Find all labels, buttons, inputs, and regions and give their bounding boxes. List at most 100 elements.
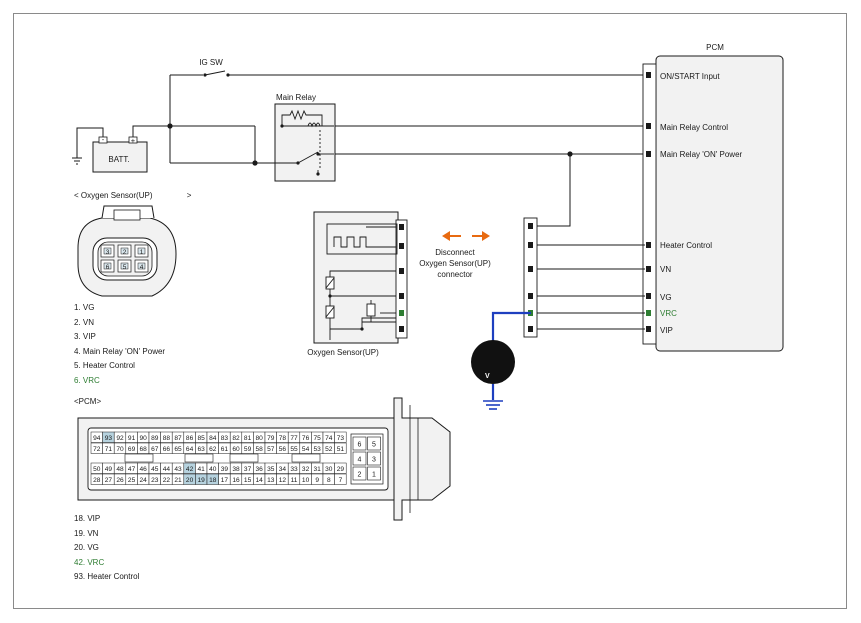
sensor-connector-title-right: > xyxy=(186,191,192,200)
pcm-pin-number: 16 xyxy=(232,477,240,484)
pcm-side-pin-number: 5 xyxy=(372,442,376,449)
pin-list-item: 18. VIP xyxy=(74,514,101,523)
pcm-pin-number: 12 xyxy=(279,477,287,484)
pcm-pin-number: 31 xyxy=(314,466,322,473)
pcm-side-pin-number: 1 xyxy=(372,472,376,479)
pcm-pin-number: 65 xyxy=(174,446,182,453)
pcm-pin-number: 14 xyxy=(256,477,264,484)
pin-list-item: 1. VG xyxy=(74,303,95,312)
oxygen-sensor: Oxygen Sensor(UP) xyxy=(307,211,408,357)
pcm-pin-number: 82 xyxy=(232,435,240,442)
pcm-pin-number: 86 xyxy=(186,435,194,442)
pcm-pin-number: 27 xyxy=(105,477,113,484)
pcm-pin-number: 8 xyxy=(327,477,331,484)
pcm-pin-number: 69 xyxy=(128,446,136,453)
pcm-pin-cell xyxy=(334,473,347,485)
disconnect-line-3: connector xyxy=(437,270,472,279)
pcm-pin-number: 42 xyxy=(186,466,194,473)
pcm-pin-number: 22 xyxy=(163,477,171,484)
pcm-pin-number: 50 xyxy=(93,466,101,473)
pcm-pin-number: 46 xyxy=(140,466,148,473)
pcm-pin-number: 64 xyxy=(186,446,194,453)
battery-minus-label: - xyxy=(102,135,105,144)
pcm-connector-rib xyxy=(229,453,259,463)
junction-dots xyxy=(167,73,573,166)
pcm-module: PCM ON/START Input Main Relay Control Ma… xyxy=(642,43,784,352)
pcm-pin-number: 28 xyxy=(93,477,101,484)
pcm-pin-number: 92 xyxy=(116,435,124,442)
pcm-pin-number: 25 xyxy=(128,477,136,484)
pcm-pin-number: 76 xyxy=(302,435,310,442)
pcm-pin-number: 68 xyxy=(140,446,148,453)
battery-plus-label: + xyxy=(131,136,136,145)
pcm-connector-rib xyxy=(184,453,214,463)
voltmeter-icon xyxy=(471,340,515,384)
pcm-pin-number: 29 xyxy=(337,466,345,473)
pcm-connector-title: <PCM> xyxy=(74,397,102,406)
sensor-connector-title: < Oxygen Sensor(UP) > xyxy=(74,191,191,200)
pcm-pin-number: 70 xyxy=(116,446,124,453)
ig-sw-label: IG SW xyxy=(199,58,223,67)
pcm-pin-number: 85 xyxy=(198,435,206,442)
pcm-pin-heater-control: Heater Control xyxy=(660,241,712,250)
pcm-pin-number: 56 xyxy=(279,446,287,453)
voltmeter: V xyxy=(471,311,531,410)
pcm-pin-number: 90 xyxy=(140,435,148,442)
pcm-pin-number: 61 xyxy=(221,446,229,453)
pcm-side-pin-cell xyxy=(352,466,367,481)
pcm-pin-vrc: VRC xyxy=(660,309,677,318)
diagram-frame xyxy=(13,13,847,609)
pcm-pin-number: 17 xyxy=(221,477,229,484)
pcm-pin-on-start: ON/START Input xyxy=(660,72,720,81)
pcm-pin-number: 83 xyxy=(221,435,229,442)
pcm-pin-number: 48 xyxy=(116,466,124,473)
pcm-side-pin-cell xyxy=(367,466,381,481)
pcm-pin-number: 73 xyxy=(337,435,345,442)
pcm-pin-vip: VIP xyxy=(660,326,673,335)
pcm-pin-main-relay-control: Main Relay Control xyxy=(660,123,728,132)
pin-list-item: 2. VN xyxy=(74,317,95,327)
main-relay: Main Relay xyxy=(274,93,336,182)
pcm-pin-number: 52 xyxy=(325,446,333,453)
pin-list-item: 5. Heater Control xyxy=(74,361,135,371)
pcm-pin-number: 67 xyxy=(151,446,159,453)
pcm-side-pin-cell xyxy=(352,436,367,451)
pcm-side-pin-number: 4 xyxy=(358,457,362,464)
pcm-pin-number: 34 xyxy=(279,466,287,473)
pin-list-item: 20. VG xyxy=(74,543,99,553)
pcm-pin-number: 53 xyxy=(314,446,322,453)
voltmeter-label: V xyxy=(485,373,490,380)
pcm-label: PCM xyxy=(706,43,724,52)
pcm-connector-rib xyxy=(124,453,154,463)
pcm-pin-number: 35 xyxy=(267,466,275,473)
pcm-pin-number: 60 xyxy=(232,446,240,453)
pcm-pin-number: 74 xyxy=(325,435,333,442)
pin-list-item: 3. VIP xyxy=(74,332,96,342)
pcm-connector-rib xyxy=(291,453,321,463)
pcm-pin-number: 41 xyxy=(198,466,206,473)
battery-label: BATT. xyxy=(108,155,129,164)
pcm-pin-number: 71 xyxy=(105,446,113,453)
pcm-pin-number: 11 xyxy=(291,477,298,484)
harness-connector xyxy=(523,217,538,338)
pcm-pin-cell xyxy=(334,431,347,443)
pcm-pin-number: 91 xyxy=(128,435,136,442)
oxygen-sensor-label: Oxygen Sensor(UP) xyxy=(307,348,379,357)
signal-wires xyxy=(533,244,645,330)
pcm-pin-main-relay-on-power: Main Relay 'ON' Power xyxy=(660,150,743,159)
pin-list-item: 4. Main Relay 'ON' Power xyxy=(74,346,166,356)
pcm-pin-vg: VG xyxy=(660,293,672,302)
sensor-pin-socket xyxy=(120,262,129,270)
pcm-pin-number: 72 xyxy=(93,446,101,453)
pcm-pin-number: 38 xyxy=(232,466,240,473)
pin-list-item: 6. VRC xyxy=(74,375,100,385)
battery: - + BATT. xyxy=(92,135,148,173)
sensor-pin-number: 2 xyxy=(123,249,127,256)
pcm-pin-number: 49 xyxy=(105,466,113,473)
pcm-pin-number: 19 xyxy=(198,477,206,484)
pcm-pin-number: 44 xyxy=(163,466,171,473)
pin-list-item: 93. Heater Control xyxy=(74,572,140,582)
arrow-left-icon xyxy=(442,231,461,241)
